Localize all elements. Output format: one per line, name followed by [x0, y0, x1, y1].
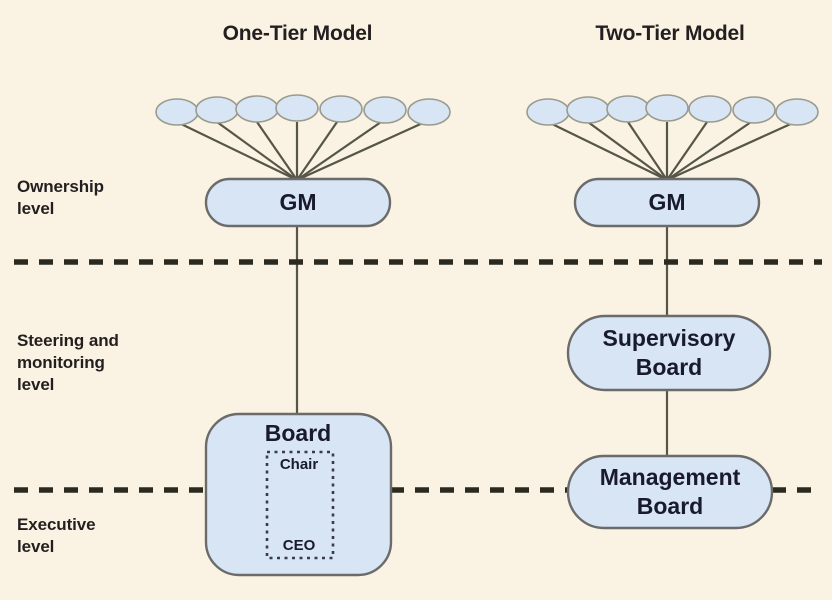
owner-node[interactable]	[235, 95, 279, 123]
column-title-one-tier: One-Tier Model	[222, 22, 373, 45]
owner-connector	[547, 121, 668, 181]
node-board-shape[interactable]	[204, 412, 393, 577]
owner-nodes-two-tier	[526, 94, 819, 126]
owner-connectors-one-tier	[176, 120, 426, 182]
node-supervisory-board-shape[interactable]	[566, 314, 772, 392]
node-gm-one-tier-shape[interactable]	[204, 177, 392, 228]
owner-connector	[666, 121, 708, 181]
owner-node[interactable]	[526, 98, 570, 126]
owner-connector	[296, 121, 382, 181]
owner-node[interactable]	[363, 96, 407, 124]
board-inner-dotted-box	[265, 450, 335, 560]
board-chair-label: Chair	[280, 456, 319, 473]
owner-node[interactable]	[275, 94, 319, 122]
owner-connector	[666, 120, 796, 182]
owner-node[interactable]	[732, 96, 776, 124]
node-management-board-label-line1: Management	[600, 464, 741, 490]
level-label-executive: Executive level	[17, 515, 96, 556]
owner-node[interactable]	[775, 98, 819, 126]
node-board[interactable]: Board Chair CEO	[204, 412, 393, 577]
owner-nodes-one-tier	[155, 94, 451, 126]
owner-connector	[256, 121, 298, 181]
owner-node[interactable]	[606, 95, 650, 123]
owner-node[interactable]	[688, 95, 732, 123]
owner-connector	[176, 121, 298, 181]
node-board-label: Board	[265, 420, 331, 446]
column-title-two-tier: Two-Tier Model	[595, 22, 745, 45]
node-management-board-shape[interactable]	[566, 454, 774, 530]
owner-node[interactable]	[566, 96, 610, 124]
node-gm-one-tier[interactable]: GM	[204, 177, 392, 228]
owner-connector	[296, 121, 338, 181]
owner-node[interactable]	[195, 96, 239, 124]
level-label-ownership: Ownership level	[17, 177, 104, 218]
node-supervisory-board-label-line2: Board	[636, 354, 702, 380]
node-gm-two-tier-shape[interactable]	[573, 177, 761, 228]
node-management-board-label-line2: Board	[637, 493, 703, 519]
node-gm-two-tier[interactable]: GM	[573, 177, 761, 228]
owner-node[interactable]	[645, 94, 689, 122]
owner-connectors-two-tier	[547, 120, 796, 182]
board-ceo-label: CEO	[283, 537, 316, 554]
owner-node[interactable]	[319, 95, 363, 123]
owner-connector	[296, 120, 426, 182]
owner-connector	[627, 121, 668, 181]
node-gm-one-tier-label: GM	[279, 189, 316, 215]
node-management-board[interactable]: Management Board	[566, 454, 774, 530]
level-label-steering: Steering and monitoring level	[17, 331, 119, 394]
owner-connector	[666, 121, 752, 181]
node-supervisory-board-label-line1: Supervisory	[603, 325, 736, 351]
owner-node[interactable]	[407, 98, 451, 126]
node-gm-two-tier-label: GM	[648, 189, 685, 215]
owner-node[interactable]	[155, 98, 199, 126]
node-supervisory-board[interactable]: Supervisory Board	[566, 314, 772, 392]
owner-connector	[216, 121, 298, 181]
owner-connector	[587, 121, 668, 181]
